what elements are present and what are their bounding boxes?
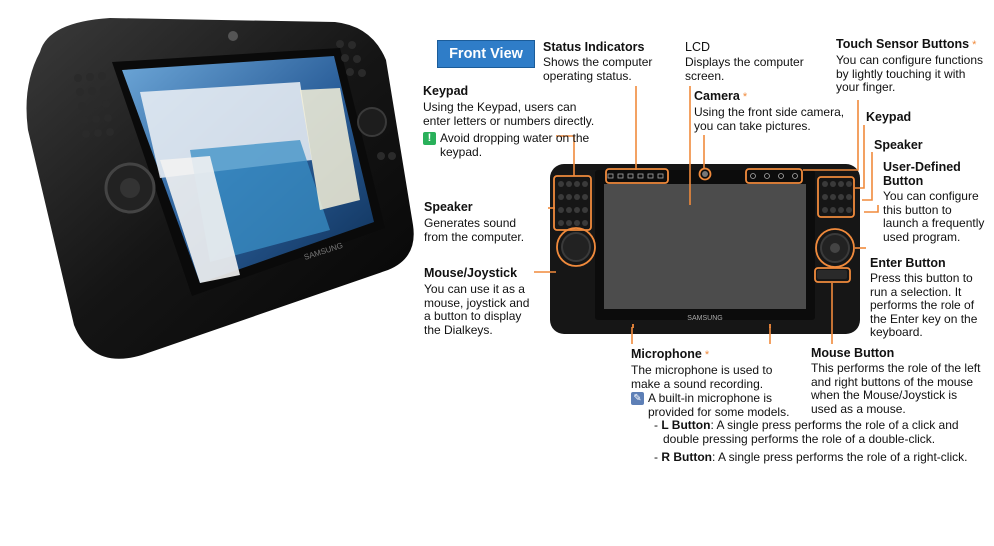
keypad-right-label: Keypad	[866, 110, 912, 124]
user-defined-button-label: User-Defined Button You can configure th…	[883, 160, 985, 244]
exclamation-icon: !	[423, 132, 436, 145]
mouse-joystick-label: Mouse/Joystick You can use it as a mouse…	[424, 266, 530, 337]
r-button-description: - R Button: A single press performs the …	[654, 450, 968, 464]
camera-lens	[702, 171, 708, 177]
touch-sensor-buttons-label: Touch Sensor Buttons* You can configure …	[836, 37, 983, 94]
device-photo: SAMSUNG	[26, 18, 414, 359]
pencil-note-icon: ✎	[631, 392, 644, 405]
device-front-view: SAMSUNG	[550, 164, 860, 334]
mouse-button-label: Mouse Button This performs the role of t…	[811, 346, 981, 416]
status-indicators-label: Status Indicators Shows the computer ope…	[543, 40, 653, 83]
lcd-label: LCD Displays the computer screen.	[685, 40, 804, 83]
speaker-left-label: Speaker Generates sound from the compute…	[424, 200, 525, 244]
front-view-badge: Front View	[438, 41, 534, 67]
keypad-left-label: Keypad Using the Keypad, users can enter…	[423, 84, 595, 159]
l-button-description: - L Button: A single press performs the …	[654, 418, 959, 446]
enter-button-label: Enter Button Press this button to run a …	[870, 256, 978, 339]
camera-label: Camera* Using the front side camera, you…	[694, 89, 845, 133]
microphone-label: Microphone* The microphone is used to ma…	[631, 347, 790, 419]
device-brand: SAMSUNG	[687, 315, 722, 322]
speaker-right-label: Speaker	[874, 138, 923, 152]
